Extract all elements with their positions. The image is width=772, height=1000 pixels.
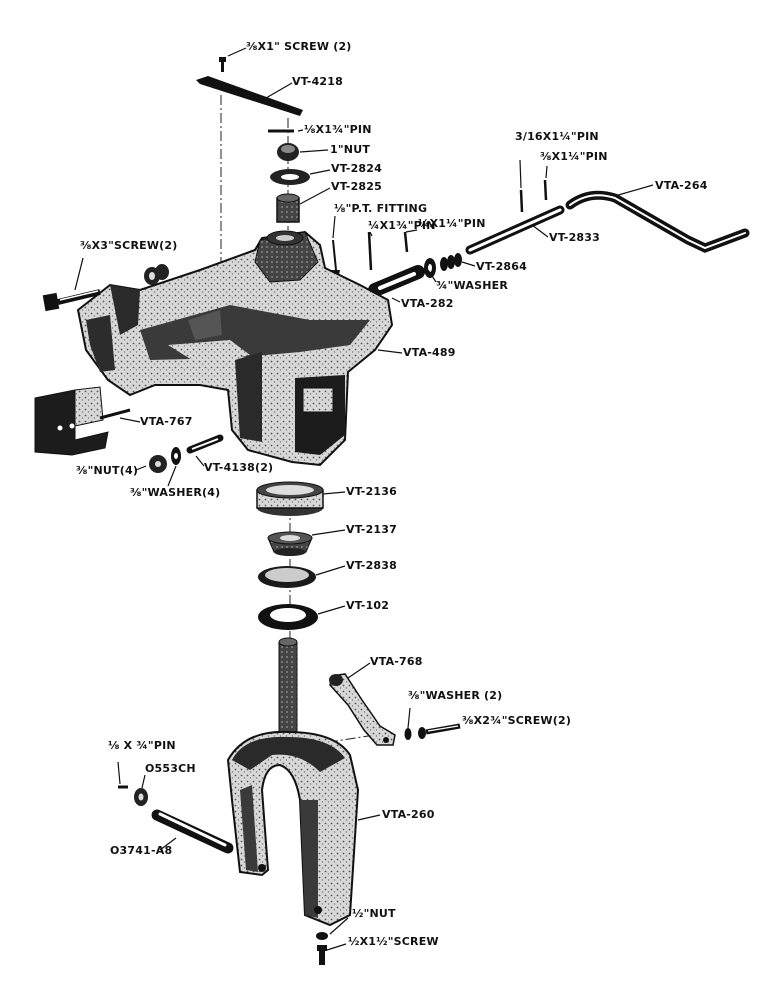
- washer-screw-3-8-part: [404, 723, 461, 740]
- vta-264-handle: [565, 190, 750, 253]
- leader-lines: [74, 47, 654, 951]
- label-pin-1-4x1-1-4: ¼X1¼"PIN: [418, 217, 486, 230]
- nuts-left-part: [144, 264, 169, 285]
- vt-2824-washer: [270, 169, 310, 185]
- vta-282-part: [368, 265, 425, 297]
- label-vta-264: VTA-264: [655, 179, 708, 192]
- vt-102-washer: [258, 604, 318, 630]
- label-washer-3-8-4: ⅜"WASHER(4): [130, 486, 221, 499]
- label-o3741-a8: O3741-A8: [110, 844, 173, 857]
- vt-4138-studs: [186, 434, 224, 454]
- label-vt-4138: VT-4138(2): [204, 461, 274, 474]
- pin-3-8x1-1-4-part: [543, 179, 548, 201]
- label-pin-3-16x1-1-4: 3/16X1¼"PIN: [515, 130, 599, 143]
- nut-1-part: [277, 143, 299, 161]
- label-vta-282: VTA-282: [401, 297, 454, 310]
- screw-3-8x1-top-part: [219, 57, 226, 72]
- label-nut-3-8: ⅜"NUT(4): [76, 464, 139, 477]
- label-washer-3-4: ¾"WASHER: [436, 279, 508, 292]
- label-vt-2824: VT-2824: [331, 162, 382, 175]
- pin-1-4x1-1-4-part: [403, 231, 409, 253]
- vt-2137-cone: [267, 531, 313, 556]
- label-o553ch: O553CH: [145, 762, 196, 775]
- label-vt-2137: VT-2137: [346, 523, 397, 536]
- label-vta-260: VTA-260: [382, 808, 435, 821]
- label-vt-2864: VT-2864: [476, 260, 527, 273]
- screw-3-8x3-part: [42, 289, 101, 312]
- label-vt-102: VT-102: [346, 599, 390, 612]
- screw-1-2x1-1-2-part: [317, 945, 327, 965]
- label-washer-3-8-2: ⅜"WASHER (2): [408, 689, 503, 702]
- label-screw-1-2x1-1-2: ½X1½"SCREW: [348, 935, 439, 948]
- vt-2136-cup: [256, 481, 324, 516]
- label-screw-3-8x3: ⅜X3"SCREW(2): [80, 239, 178, 252]
- label-nut-1-2: ½"NUT: [352, 907, 396, 920]
- label-screw-3-8x2-3-4: ⅜X2¾"SCREW(2): [462, 714, 572, 727]
- pin-3-16-part: [519, 189, 524, 213]
- label-screw-3-8x1: ⅜X1" SCREW (2): [246, 40, 352, 53]
- vt-2833-shaft: [465, 205, 565, 255]
- washer-3-4-part: [424, 258, 436, 278]
- vt-2825-bushing: [276, 193, 300, 223]
- vta-767-bracket: [34, 386, 131, 456]
- nut-washer-3-8-part: [149, 447, 181, 473]
- vta-260-fork: [226, 637, 360, 927]
- vta-768-arm: [329, 673, 396, 746]
- vta-489-housing: [76, 230, 394, 467]
- label-pin-1-8x3-4: ⅛ X ¾"PIN: [108, 739, 176, 752]
- vt-2864-spring: [440, 253, 462, 271]
- label-pin-1-8x1-3-4: ⅛X1¾"PIN: [304, 123, 372, 136]
- label-vt-4218: VT-4218: [292, 75, 343, 88]
- o3741-a8-pin: [151, 809, 234, 854]
- label-pin-3-8x1-1-4: ⅜X1¼"PIN: [540, 150, 608, 163]
- label-vt-2825: VT-2825: [331, 180, 382, 193]
- label-pin-1-4x1-3-4: ¼X1¾"PIN: [368, 219, 436, 232]
- label-vt-2833: VT-2833: [549, 231, 600, 244]
- label-vta-767: VTA-767: [140, 415, 193, 428]
- label-vta-489: VTA-489: [403, 346, 456, 359]
- nut-1-2-part: [316, 932, 328, 940]
- label-pt-fitting: ⅛"P.T. FITTING: [334, 202, 428, 215]
- o553ch-nut: [134, 788, 148, 806]
- label-vt-2136: VT-2136: [346, 485, 397, 498]
- vt-4218-bar: [196, 76, 303, 116]
- label-nut-1: 1"NUT: [330, 143, 371, 156]
- pin-1-4x1-3-4-part: [367, 231, 373, 271]
- label-vt-2838: VT-2838: [346, 559, 397, 572]
- vt-2838-ring: [258, 566, 316, 588]
- label-vta-768: VTA-768: [370, 655, 423, 668]
